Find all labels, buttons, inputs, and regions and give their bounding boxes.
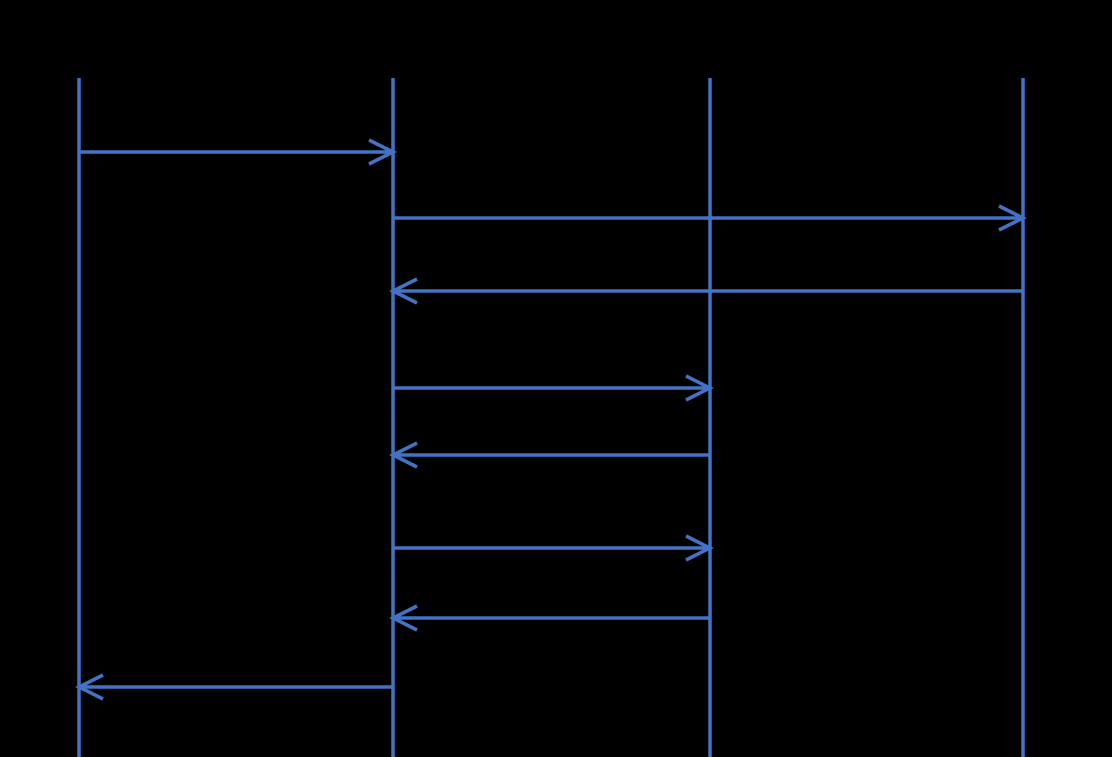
message-7-arrow bbox=[389, 604, 710, 632]
message-3-arrow bbox=[389, 277, 1023, 305]
message-5-arrowhead-icon bbox=[389, 441, 418, 469]
message-4-arrowhead-icon bbox=[685, 374, 714, 402]
message-6-arrow bbox=[393, 534, 714, 562]
message-7-arrowhead-icon bbox=[389, 604, 418, 632]
message-5-arrow bbox=[389, 441, 710, 469]
message-3-arrowhead-icon bbox=[389, 277, 418, 305]
message-2-arrowhead-icon bbox=[998, 204, 1027, 232]
message-4-arrow bbox=[393, 374, 714, 402]
message-8-arrow bbox=[75, 673, 393, 701]
message-2-arrow bbox=[393, 204, 1027, 232]
message-6-arrowhead-icon bbox=[685, 534, 714, 562]
message-8-arrowhead-icon bbox=[75, 673, 104, 701]
message-1-arrow bbox=[79, 138, 397, 166]
message-1-arrowhead-icon bbox=[368, 138, 397, 166]
